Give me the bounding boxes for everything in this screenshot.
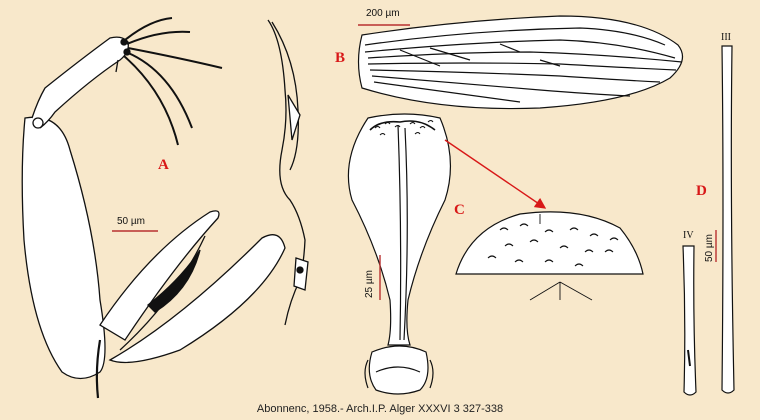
paramere: [99, 210, 220, 341]
segment-iv: [682, 245, 697, 396]
figure-caption: Abonnenc, 1958.- Arch.I.P. Alger XXXVI 3…: [256, 403, 504, 415]
scale-label-b: 200 µm: [366, 8, 400, 19]
aedeagus: [147, 249, 201, 313]
figure-b-wing: [357, 15, 684, 110]
scale-label-c: 25 µm: [364, 270, 375, 298]
segment-iii: [721, 45, 735, 394]
spermatheca-head-detail: [455, 211, 644, 275]
spermatheca-body: [347, 113, 452, 346]
panel-label-b: B: [335, 50, 346, 66]
segment-label-iv: IV: [683, 230, 694, 241]
spine: [123, 55, 179, 146]
scale-label-d: 50 µm: [704, 234, 715, 262]
spine: [124, 17, 173, 41]
figure-c-spermatheca: [347, 113, 452, 395]
wing-outline: [357, 15, 684, 110]
coxite: [21, 116, 106, 380]
panel-label-d: D: [696, 183, 707, 199]
figure-d-antennal-segments: [682, 45, 735, 396]
lateral-lobe: [108, 234, 286, 364]
spine: [125, 51, 193, 129]
style: [31, 36, 129, 129]
spine: [127, 47, 223, 69]
detail-arrow: [444, 139, 547, 209]
figure-a-filaments: [267, 19, 309, 326]
panel-label-a: A: [158, 157, 169, 173]
spine: [126, 30, 191, 45]
figure-a-genitalia: [21, 17, 286, 399]
figure-c-detail: [455, 211, 644, 301]
scale-label-a: 50 µm: [117, 216, 145, 227]
panel-label-c: C: [454, 202, 465, 218]
segment-label-iii: III: [721, 32, 731, 43]
